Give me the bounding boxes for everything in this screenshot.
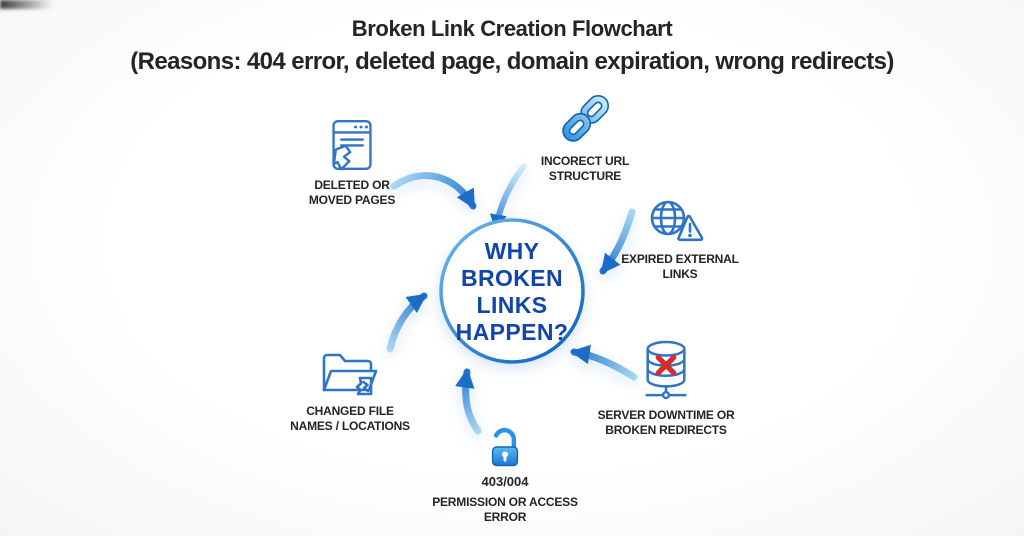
arrow-from-deleted-pages xyxy=(390,172,477,210)
open-lock-icon xyxy=(491,427,519,467)
cause-deleted-pages: DELETED OR MOVED PAGES xyxy=(282,118,422,208)
center-line: LINKS xyxy=(476,292,548,318)
cause-incorrect-url: INCORECT URL STRUCTURE xyxy=(515,90,655,184)
cause-label: PERMISSION OR ACCESS ERROR xyxy=(432,495,578,524)
cause-expired-links: EXPIRED EXTERNAL LINKS xyxy=(605,196,755,282)
center-line: WHY xyxy=(484,238,540,264)
broken-page-icon xyxy=(332,119,372,171)
error-code: 403/004 xyxy=(481,474,529,489)
cause-server-downtime: SERVER DOWNTIME OR BROKEN REDIRECTS xyxy=(586,338,746,438)
globe-warning-icon xyxy=(650,200,704,242)
center-line: HAPPEN? xyxy=(455,319,569,345)
server-error-icon xyxy=(645,340,687,400)
cause-label: DELETED OR MOVED PAGES xyxy=(308,178,396,207)
cause-label: SERVER DOWNTIME OR BROKEN REDIRECTS xyxy=(597,408,735,437)
chain-link-icon xyxy=(562,94,610,142)
cause-changed-files: CHANGED FILE NAMES / LOCATIONS xyxy=(275,346,425,434)
center-question: WHY BROKEN LINKS HAPPEN? xyxy=(402,238,622,346)
center-circle xyxy=(439,218,585,364)
photo-corner-artifact xyxy=(0,0,70,9)
cause-label: EXPIRED EXTERNAL LINKS xyxy=(621,252,739,281)
cause-permission-error: 403/004 PERMISSION OR ACCESS ERROR xyxy=(425,424,585,525)
page-title: Broken Link Creation Flowchart xyxy=(351,16,673,41)
cause-label: CHANGED FILE NAMES / LOCATIONS xyxy=(290,404,410,433)
arrow-from-expired-links xyxy=(599,208,636,275)
arrow-from-permission-error xyxy=(455,368,482,435)
center-line: BROKEN xyxy=(460,265,564,291)
broken-folder-icon xyxy=(322,353,378,396)
cause-label: INCORECT URL STRUCTURE xyxy=(540,154,630,183)
arrow-from-changed-files xyxy=(386,292,428,353)
page-subtitle: (Reasons: 404 error, deleted page, domai… xyxy=(130,48,894,75)
arrow-from-server-downtime xyxy=(570,344,638,381)
